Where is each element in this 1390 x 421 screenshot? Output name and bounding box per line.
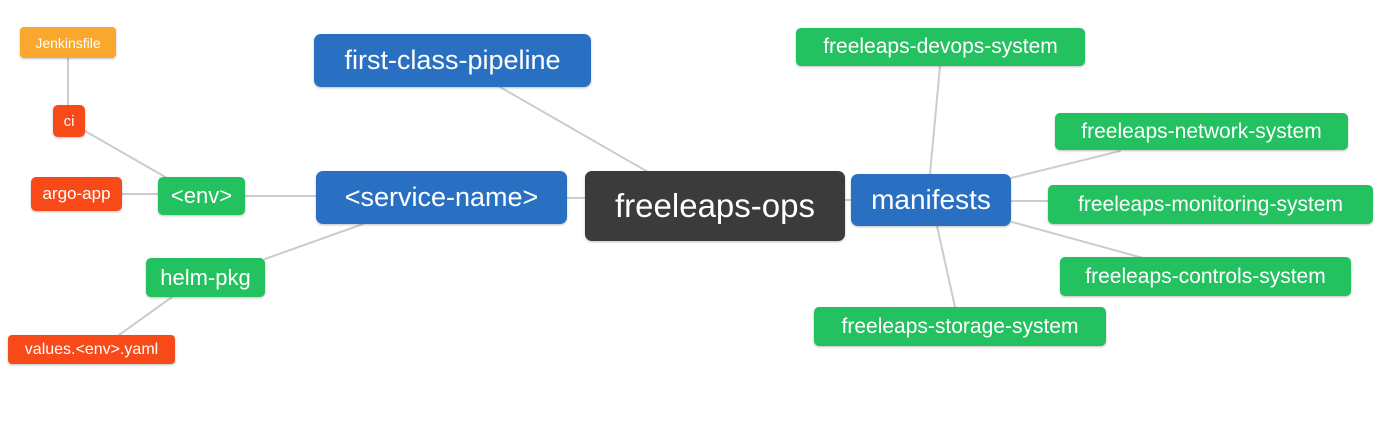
edge-manifests-network-system	[1010, 150, 1121, 179]
node-freeleaps-controls-system[interactable]: freeleaps-controls-system	[1060, 257, 1351, 296]
node-freeleaps-network-system[interactable]: freeleaps-network-system	[1055, 113, 1348, 150]
edge-manifests-devops-system	[929, 65, 941, 175]
node-freeleaps-storage-system[interactable]: freeleaps-storage-system	[814, 307, 1106, 346]
node-jenkinsfile[interactable]: Jenkinsfile	[20, 27, 116, 58]
node-service-name[interactable]: <service-name>	[316, 171, 567, 224]
node-helm-pkg[interactable]: helm-pkg	[146, 258, 265, 297]
node-argo-app[interactable]: argo-app	[31, 177, 122, 211]
node-freeleaps-ops-root[interactable]: freeleaps-ops	[585, 171, 845, 241]
node-values-env-yaml[interactable]: values.<env>.yaml	[8, 335, 175, 364]
edge-manifests-controls-system	[1011, 221, 1144, 259]
edge-manifests-storage-system	[936, 225, 956, 308]
edge-first-class-pipeline-root	[499, 86, 649, 173]
node-manifests[interactable]: manifests	[851, 174, 1011, 226]
edge-ci-env	[84, 130, 168, 179]
node-freeleaps-monitoring-system[interactable]: freeleaps-monitoring-system	[1048, 185, 1373, 224]
edge-service-name-helm-pkg	[264, 223, 364, 260]
node-ci[interactable]: ci	[53, 105, 85, 137]
node-first-class-pipeline[interactable]: first-class-pipeline	[314, 34, 591, 87]
edge-values-env-yaml-helm-pkg	[118, 296, 173, 336]
node-freeleaps-devops-system[interactable]: freeleaps-devops-system	[796, 28, 1085, 66]
node-env[interactable]: <env>	[158, 177, 245, 215]
